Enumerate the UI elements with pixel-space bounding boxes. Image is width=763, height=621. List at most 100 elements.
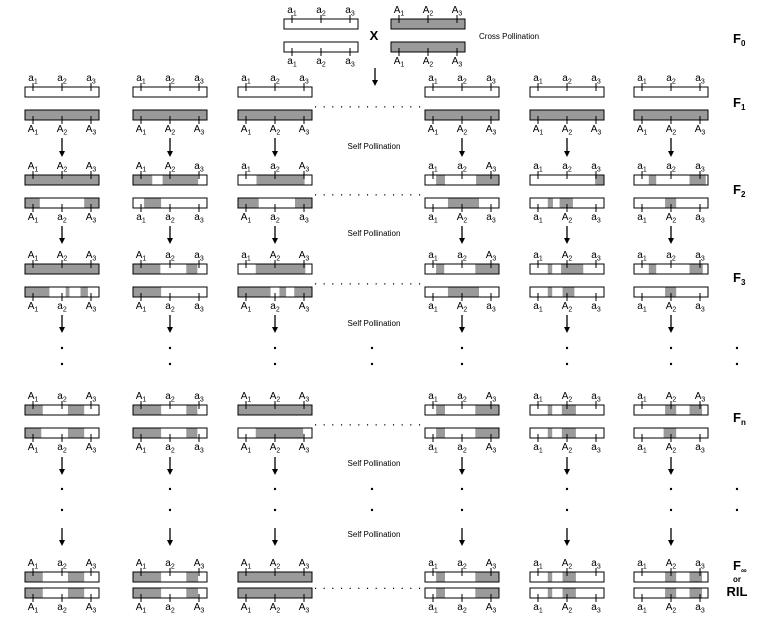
locus-label: A1 — [428, 124, 439, 137]
donor-segment — [562, 287, 575, 297]
locus-label: a2 — [57, 73, 67, 86]
locus-label: a1 — [637, 73, 647, 86]
donor-segment — [547, 588, 553, 598]
locus-label: A3 — [299, 124, 310, 137]
locus-label: A1 — [241, 212, 252, 225]
locus-label: a1 — [533, 250, 543, 263]
locus-label: a3 — [194, 391, 204, 404]
donor-segment — [25, 588, 43, 598]
arrow-row-3-col-6 — [668, 315, 674, 333]
locus-label: a2 — [165, 301, 175, 314]
donor-segment — [425, 110, 499, 120]
continuation-dot — [669, 487, 673, 491]
locus-label: a1 — [533, 558, 543, 571]
ellipsis-row-2: . . . . . . . . . . . . . — [314, 185, 422, 199]
donor-segment — [133, 264, 161, 274]
locus-label: A3 — [486, 161, 497, 174]
locus-label: a2 — [457, 161, 467, 174]
locus-label: A3 — [486, 602, 497, 615]
locus-label: a1 — [637, 250, 647, 263]
locus-label: A2 — [562, 301, 573, 314]
locus-label: a2 — [666, 73, 676, 86]
donor-segment — [25, 110, 99, 120]
locus-label: a2 — [57, 558, 67, 571]
locus-label: A3 — [486, 250, 497, 263]
locus-label: a1 — [241, 73, 251, 86]
gen-f3-label: F3 — [733, 270, 746, 287]
arrow-row-3-col-4 — [459, 315, 465, 333]
cross-symbol: X — [370, 28, 379, 43]
locus-label: a3 — [194, 250, 204, 263]
locus-label: a1 — [533, 212, 543, 225]
donor-segment — [279, 287, 287, 297]
locus-label: a1 — [28, 73, 38, 86]
locus-label: a3 — [486, 212, 496, 225]
donor-segment — [391, 19, 465, 29]
locus-label: a1 — [136, 212, 146, 225]
locus-label: a1 — [533, 391, 543, 404]
locus-label: a1 — [637, 391, 647, 404]
locus-label: a1 — [637, 161, 647, 174]
donor-segment — [67, 572, 85, 582]
continuation-dot — [669, 346, 673, 350]
gen-finf-label: F∞ — [733, 558, 747, 575]
arrow-row-2-col-3 — [272, 226, 278, 244]
donor-segment — [67, 405, 85, 415]
locus-label: A3 — [86, 391, 97, 404]
self-pollination-label-5: Self Pollination — [348, 530, 401, 539]
locus-label: A2 — [562, 124, 573, 137]
locus-label: A2 — [562, 250, 573, 263]
arrow-row-2-col-4 — [459, 226, 465, 244]
locus-label: a2 — [57, 602, 67, 615]
continuation-dot — [273, 362, 277, 366]
locus-label: A1 — [394, 5, 405, 18]
locus-label: A3 — [86, 124, 97, 137]
locus-label: a2 — [57, 442, 67, 455]
arrow-row-4-col-3 — [272, 457, 278, 475]
donor-segment — [665, 588, 677, 598]
locus-label: A1 — [28, 301, 39, 314]
locus-label: a3 — [591, 212, 601, 225]
arrow-row-4-col-6 — [668, 457, 674, 475]
or-label: or — [733, 575, 741, 584]
donor-segment — [475, 264, 499, 274]
arrow-row-1-col-1 — [59, 138, 65, 157]
donor-segment — [530, 110, 604, 120]
locus-label: a3 — [591, 73, 601, 86]
donor-segment — [133, 175, 153, 185]
locus-label: a1 — [637, 212, 647, 225]
locus-label: a1 — [533, 161, 543, 174]
locus-label: a2 — [270, 212, 280, 225]
donor-segment — [238, 588, 312, 598]
locus-label: a3 — [695, 602, 705, 615]
donor-segment — [689, 572, 703, 582]
locus-label: A3 — [486, 558, 497, 571]
donor-segment — [133, 588, 162, 598]
cross-arrow — [372, 68, 378, 86]
arrow-row-3-col-5 — [564, 315, 570, 333]
arrow-row-3-col-3 — [272, 315, 278, 333]
donor-segment — [133, 428, 162, 438]
locus-label: a2 — [165, 212, 175, 225]
locus-label: a2 — [457, 391, 467, 404]
locus-label: A2 — [165, 161, 176, 174]
continuation-dot — [735, 487, 739, 491]
locus-label: A3 — [194, 602, 205, 615]
arrow-row-1-col-2 — [167, 138, 173, 157]
locus-label: a1 — [136, 73, 146, 86]
locus-label: a2 — [666, 250, 676, 263]
locus-label: A2 — [666, 391, 677, 404]
arrow-row-4-col-4 — [459, 457, 465, 475]
donor-segment — [689, 264, 703, 274]
